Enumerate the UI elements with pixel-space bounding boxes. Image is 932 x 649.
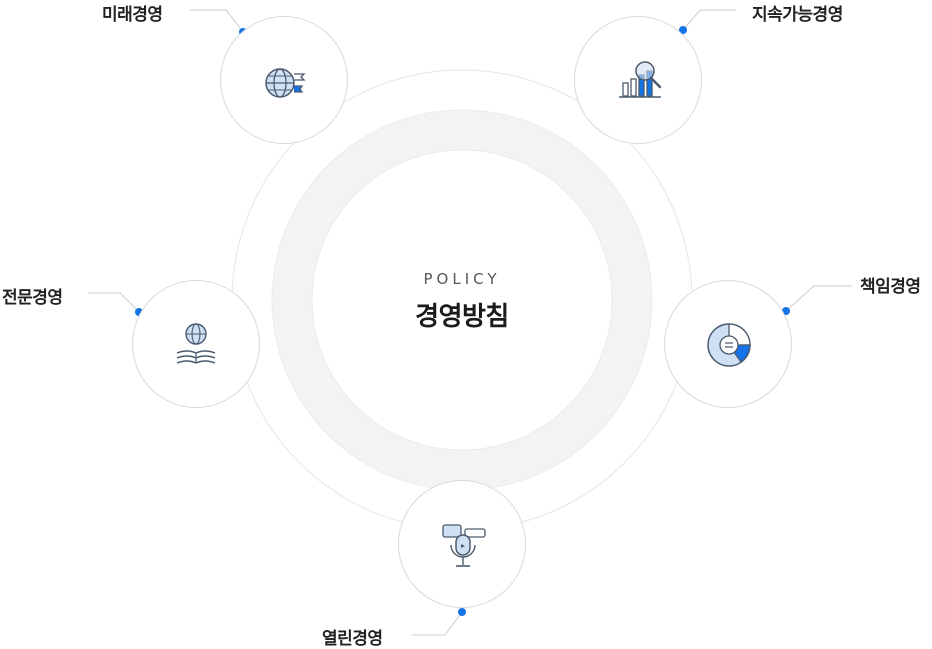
label-future: 미래경영 [102,5,163,25]
center-disc [313,151,611,449]
center-eyebrow: POLICY [423,270,501,288]
pie-chart-icon [707,323,751,367]
connector-open [412,611,463,636]
node-future[interactable] [220,16,348,144]
connector-expert [88,292,140,313]
globe-book-icon [176,323,216,364]
node-expert[interactable] [132,280,260,408]
connector-future [190,9,244,33]
inner-ring-inner-edge [311,149,613,451]
connector-sustainable [682,9,736,31]
microphone-speech-icon [442,524,486,567]
inner-thick-ring [272,110,652,490]
label-expert: 전문경영 [2,288,63,308]
globe-flag-icon [265,68,306,98]
label-responsible: 책임경영 [860,277,921,297]
label-sustainable: 지속가능경영 [752,5,843,25]
connector-responsible [785,285,852,312]
node-sustainable[interactable] [574,16,702,144]
dot-open [458,608,466,616]
node-responsible[interactable] [664,280,792,408]
node-open[interactable] [398,480,526,608]
label-open: 열린경영 [322,629,383,649]
center-title: 경영방침 [415,302,509,332]
chart-magnifier-icon [619,61,662,98]
